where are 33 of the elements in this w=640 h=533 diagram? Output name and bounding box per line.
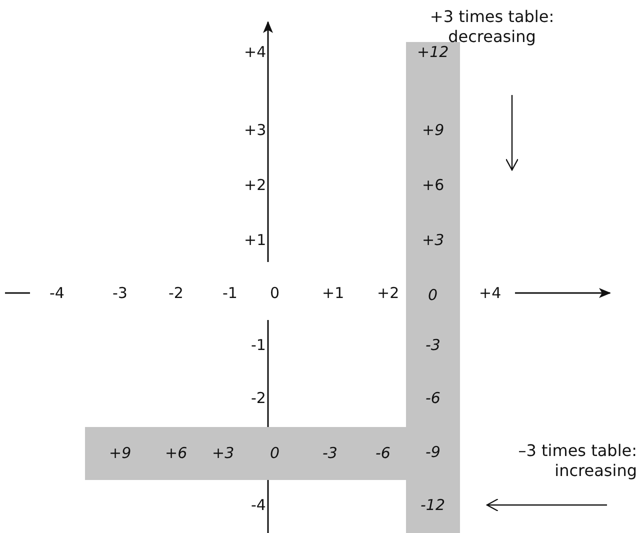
axis-number: +2: [244, 176, 266, 194]
product-value: +6: [165, 444, 188, 462]
axis-number: +4: [479, 284, 502, 302]
product-value: +9: [109, 444, 132, 462]
axis-number: +1: [322, 284, 344, 302]
axis-number: -3: [112, 284, 128, 302]
annotation: –3 times table: increasing: [517, 441, 637, 481]
product-value: -12: [420, 496, 445, 514]
axis-number: -1: [222, 284, 238, 302]
product-value: -9: [426, 443, 440, 461]
product-value: -3: [426, 336, 440, 354]
axis-number: -2: [251, 389, 266, 407]
product-value: +6: [422, 176, 444, 194]
axis-number: +3: [244, 121, 266, 139]
product-value: -6: [426, 389, 440, 407]
axis-number: -4: [251, 496, 266, 514]
axis-number: 0: [270, 284, 280, 302]
product-value: -3: [322, 444, 338, 462]
product-value: +3: [422, 231, 444, 249]
axis-number: -2: [168, 284, 184, 302]
axis-number: +2: [377, 284, 400, 302]
axis-number: -1: [251, 336, 266, 354]
axis-number: +4: [244, 43, 266, 61]
product-value: -6: [376, 444, 390, 462]
product-value: +9: [422, 121, 444, 139]
axis-number: +1: [244, 231, 266, 249]
product-value: 0: [270, 444, 280, 462]
product-value: +12: [417, 43, 449, 61]
annotation: +3 times table: decreasing: [430, 7, 556, 46]
shaded-row: [85, 427, 406, 480]
product-value: +3: [212, 444, 234, 462]
product-value: 0: [428, 286, 438, 304]
axis-number: -4: [50, 284, 64, 302]
